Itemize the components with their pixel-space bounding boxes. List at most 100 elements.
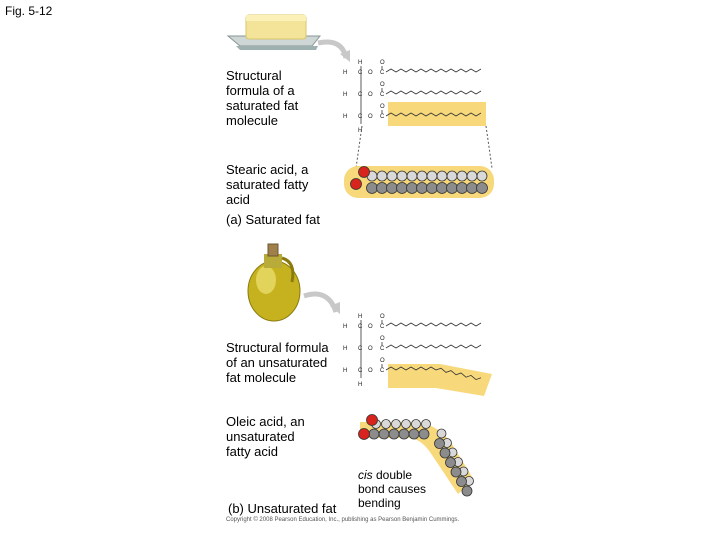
hydrogen-atom <box>406 170 418 182</box>
atom-label: C <box>380 324 385 330</box>
butter-dish-image <box>226 14 322 50</box>
carbon-atom <box>450 466 462 478</box>
oxygen-atom <box>358 166 370 178</box>
figure-label: Fig. 5-12 <box>5 4 53 18</box>
atom-label: H <box>343 368 347 374</box>
oleic-acid-caption: Oleic acid, an unsaturated fatty acid <box>226 414 305 459</box>
atom-label: H <box>358 314 362 320</box>
hydrogen-atom <box>386 170 398 182</box>
arrow-to-formula <box>317 39 349 59</box>
atom-label: O <box>368 346 373 352</box>
atom-label: O <box>368 324 373 330</box>
hydrogen-atom <box>421 419 431 429</box>
carbon-atom <box>398 428 410 440</box>
carbon-atom <box>426 182 438 194</box>
hydrocarbon-chain-bent <box>435 367 482 381</box>
hydrocarbon-chain <box>385 68 482 73</box>
carbon-atom <box>386 182 398 194</box>
arrow-head <box>340 50 350 62</box>
oxygen-atom <box>350 178 362 190</box>
atom-label: H <box>358 128 362 134</box>
connector-line <box>355 125 363 169</box>
atom-label: H <box>343 114 347 120</box>
oil-bottle-image <box>247 243 301 322</box>
arrow-to-formula <box>303 291 339 313</box>
oxygen-atom <box>358 428 370 440</box>
hydrogen-atom <box>466 170 478 182</box>
atom-label: O <box>380 104 385 110</box>
atom-label: H <box>358 382 362 388</box>
hydrogen-atom <box>381 419 391 429</box>
carbon-atom <box>476 182 488 194</box>
atom-label: C <box>358 368 363 374</box>
hydrogen-atom <box>426 170 438 182</box>
unsaturated-highlight <box>388 364 492 396</box>
carbon-atom <box>388 428 400 440</box>
carbon-atom <box>396 182 408 194</box>
hydrogen-atom <box>401 419 411 429</box>
atom-label: H <box>343 346 347 352</box>
carbon-atom <box>418 428 430 440</box>
hydrogen-atom <box>376 170 388 182</box>
hydrogen-atom <box>391 419 401 429</box>
carbon-atom <box>368 428 380 440</box>
saturated-formula-caption: Structural formula of a saturated fat mo… <box>226 68 299 128</box>
atom-label: O <box>380 336 385 342</box>
atom-label: H <box>343 324 347 330</box>
hydrogen-atom <box>436 170 448 182</box>
oleic-acid-model <box>358 414 474 497</box>
unsaturated-formula-caption: Structural formula of an unsaturated fat… <box>226 340 329 385</box>
atom-label: H <box>343 70 347 76</box>
atom-label: O <box>380 314 385 320</box>
unsaturated-panel-label: (b) Unsaturated fat <box>228 501 337 516</box>
carbon-atom <box>439 447 451 459</box>
atom-label: C <box>358 346 363 352</box>
carbon-atom <box>436 182 448 194</box>
atom-label: C <box>380 70 385 76</box>
atom-label: O <box>368 368 373 374</box>
hydrocarbon-chain <box>385 344 482 349</box>
atom-label: O <box>380 60 385 66</box>
atom-label: C <box>358 70 363 76</box>
atom-label: C <box>358 324 363 330</box>
hydrogen-atom <box>456 170 468 182</box>
carbon-atom <box>378 428 390 440</box>
atom-label: O <box>368 114 373 120</box>
oxygen-atom <box>366 414 378 426</box>
carbon-atom <box>406 182 418 194</box>
atom-label: C <box>380 92 385 98</box>
hydrogen-atom <box>436 428 447 439</box>
connector-line <box>485 125 493 169</box>
carbon-atom <box>446 182 458 194</box>
atom-label: C <box>358 92 363 98</box>
atom-label: H <box>358 60 362 66</box>
atom-label: O <box>368 92 373 98</box>
hydrocarbon-chain <box>385 366 437 371</box>
hydrogen-atom <box>446 170 458 182</box>
atom-label: O <box>368 70 373 76</box>
hydrogen-atom <box>416 170 428 182</box>
atom-label: C <box>358 114 363 120</box>
carbon-atom <box>376 182 388 194</box>
carbon-atom <box>434 438 445 449</box>
carbon-atom <box>366 182 378 194</box>
atom-label: C <box>380 114 385 120</box>
atom-label: C <box>380 368 385 374</box>
carbon-atom <box>456 476 467 487</box>
carbon-atom <box>416 182 428 194</box>
arrow-head <box>330 302 340 314</box>
carbon-atom <box>461 485 473 497</box>
hydrocarbon-chain <box>385 112 482 117</box>
carbon-atom <box>456 182 468 194</box>
carbon-atom <box>466 182 478 194</box>
hydrogen-atom <box>396 170 408 182</box>
hydrocarbon-chain <box>385 322 482 327</box>
atom-label: O <box>380 82 385 88</box>
atom-label: H <box>343 92 347 98</box>
carbon-atom <box>408 428 420 440</box>
atom-label: C <box>380 346 385 352</box>
saturated-panel-label: (a) Saturated fat <box>226 212 320 227</box>
